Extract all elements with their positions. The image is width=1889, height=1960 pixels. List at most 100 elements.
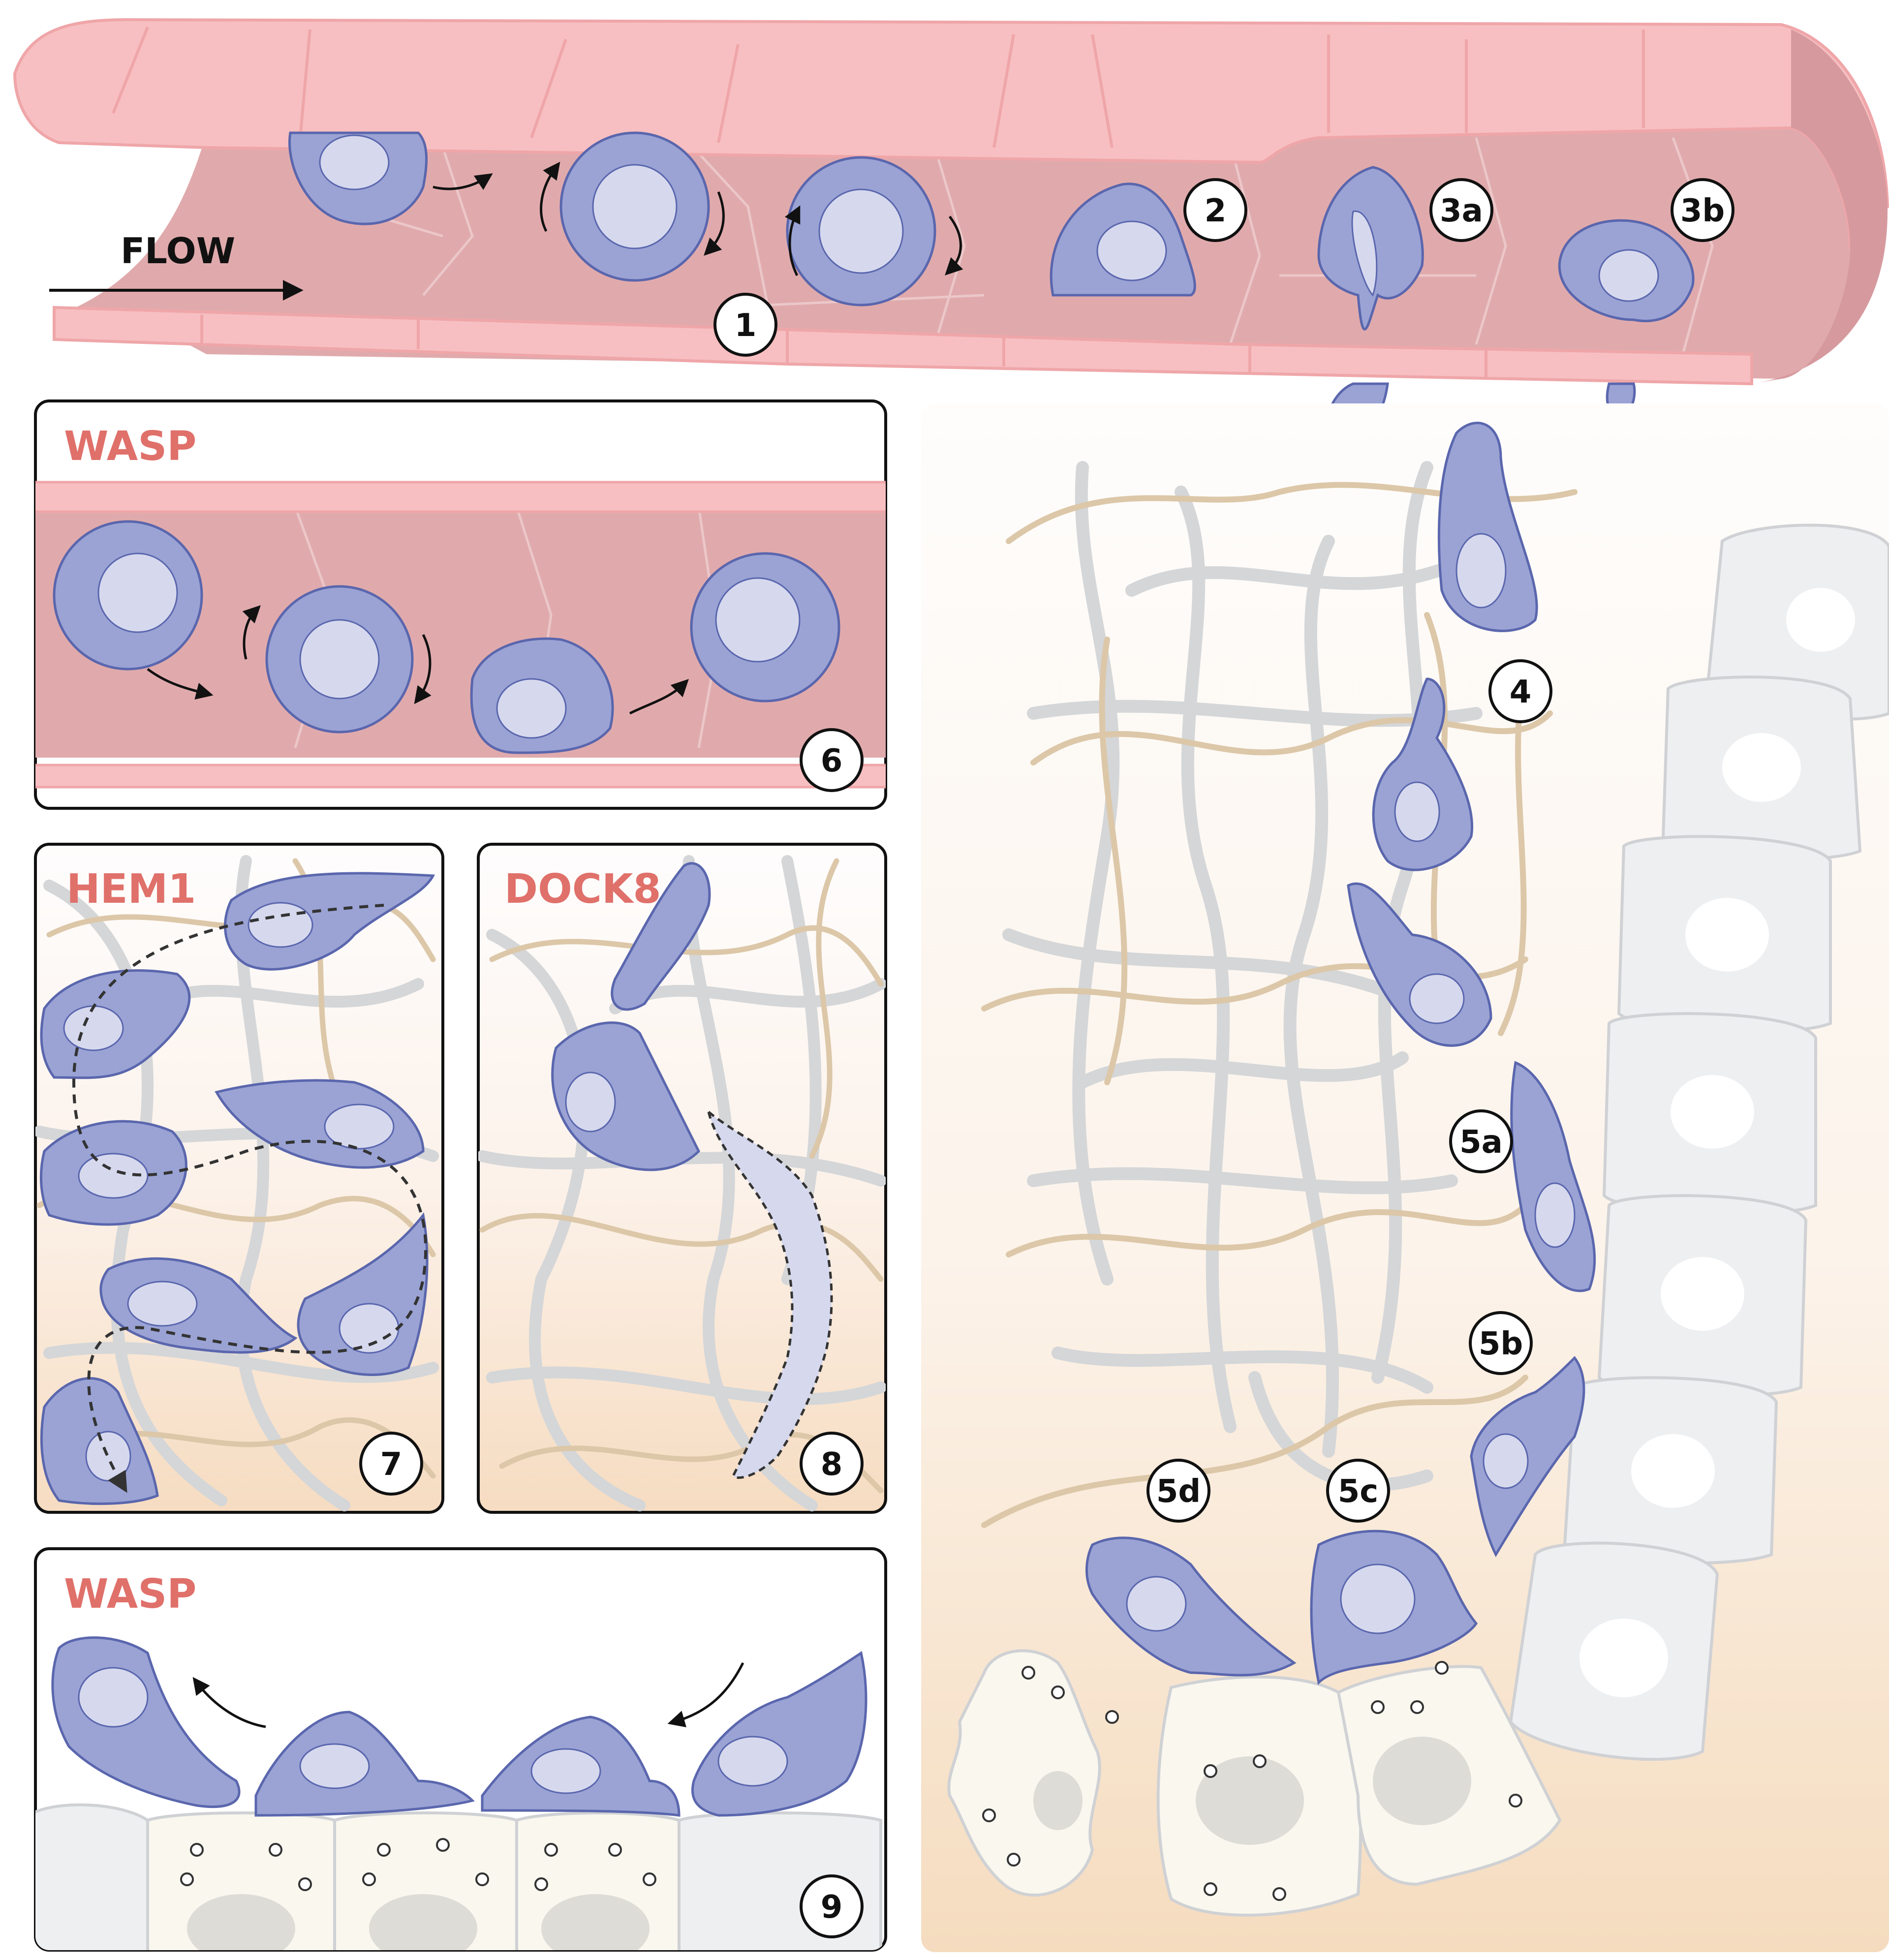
leukocyte [1437, 422, 1538, 632]
rolling-arrows [433, 161, 963, 276]
arrow-icon [147, 668, 214, 700]
migration-track [706, 1108, 833, 1479]
bacteria-icon [544, 1843, 558, 1857]
step-badge-5b: 5b [1469, 1311, 1533, 1375]
step-label: 3b [1680, 193, 1725, 229]
bacteria-icon [1272, 1887, 1286, 1901]
panel-wasp-epithelium: WASP [34, 1547, 887, 1952]
step-badge-2: 2 [1183, 178, 1247, 242]
bacteria-icon [1204, 1882, 1217, 1896]
step-label: 5a [1459, 1124, 1503, 1161]
arrow-icon [784, 205, 801, 276]
vessel-top-wall [13, 18, 1889, 250]
leukocyte [1085, 1536, 1297, 1677]
bacteria-icon [608, 1843, 622, 1857]
leukocyte [99, 1257, 298, 1354]
bacteria-icon [1022, 1666, 1035, 1680]
step-label: 4 [1510, 674, 1532, 710]
step-label: 8 [821, 1446, 843, 1483]
infected-cells [947, 1649, 1562, 1917]
tissue-region [921, 403, 1889, 1952]
bacteria-icon [1435, 1661, 1449, 1675]
flow-indicator: FLOW [49, 230, 304, 301]
bacteria-icon [1204, 1764, 1217, 1778]
bacteria-icon [534, 1877, 548, 1891]
bacteria-icon [643, 1872, 656, 1886]
bacteria-icon [298, 1877, 312, 1891]
epithelium-right [1509, 523, 1889, 1761]
panel-title: WASP [64, 423, 196, 470]
step-badges: 1 2 3a 3b 4 5a 5b 5c [359, 178, 1734, 1938]
panel-title: WASP [64, 1571, 196, 1618]
step-label: 7 [380, 1446, 403, 1483]
step-label: 2 [1205, 193, 1227, 229]
top-wall-segments [112, 26, 1645, 148]
bacteria-icon [475, 1872, 489, 1886]
step-badge-5a: 5a [1449, 1109, 1513, 1173]
bacteria-icon [269, 1843, 282, 1857]
panel-title: DOCK8 [504, 866, 661, 913]
panel-wasp-vessel: WASP [34, 399, 887, 810]
vessel-end [1752, 30, 1888, 384]
bottom-wall-segments [200, 315, 1487, 379]
arrow-icon [704, 191, 725, 256]
flow-label: FLOW [121, 230, 235, 272]
bacteria-icon [1105, 1710, 1119, 1724]
arrow-icon [667, 1662, 744, 1728]
bacteria-icon [1371, 1700, 1385, 1714]
arrow-icon [414, 634, 432, 704]
step-label: 5b [1479, 1326, 1523, 1362]
arrow-icon [945, 215, 963, 276]
leukocyte [1347, 882, 1492, 1047]
infected-cell [947, 1649, 1101, 1897]
leukocyte [611, 862, 711, 1011]
leukocyte [551, 1021, 701, 1171]
bacteria-icon [982, 1808, 996, 1822]
leukocyte [786, 156, 936, 306]
bacteria-icon [1410, 1700, 1424, 1714]
panel-hem1: HEM1 [34, 843, 444, 1514]
step-badge-5d: 5d [1146, 1459, 1210, 1523]
step-label: 3a [1440, 193, 1483, 229]
bacteria-icon [190, 1843, 204, 1857]
leukocyte [1510, 1061, 1596, 1292]
step-badge-4: 4 [1488, 659, 1552, 723]
step-badge-6: 6 [800, 728, 864, 792]
step-badge-5c: 5c [1326, 1459, 1390, 1523]
adhering-leukocyte [1050, 183, 1196, 297]
arrow-icon [242, 605, 261, 660]
leukocyte [1470, 1356, 1585, 1558]
step-badge-3b: 3b [1671, 178, 1734, 242]
bacteria-icon [180, 1872, 194, 1886]
step-label: 9 [821, 1889, 843, 1926]
epithelial-cell [35, 1803, 149, 1950]
step-badge-3a: 3a [1429, 178, 1493, 242]
bacteria-icon [1253, 1754, 1267, 1768]
vessel-leukocytes [288, 131, 1695, 445]
bacteria-icon [1051, 1685, 1065, 1699]
arrow-icon [433, 173, 493, 190]
step-label: 6 [821, 743, 843, 779]
step-label: 1 [735, 307, 757, 344]
step-badge-1: 1 [713, 293, 777, 357]
step-badge-8: 8 [800, 1432, 864, 1496]
bacteria-icon [436, 1838, 450, 1852]
vessel-bottom-wall [53, 306, 1753, 386]
step-label: 5d [1156, 1473, 1201, 1510]
bacteria-icons [982, 1661, 1522, 1901]
arrow-icon [629, 679, 689, 715]
leukocyte [288, 131, 428, 225]
panel-dock8: DOCK8 [477, 843, 887, 1514]
leukocyte [1310, 1530, 1478, 1685]
bacteria-icon [362, 1872, 376, 1886]
arrow-icon [192, 1677, 266, 1728]
bacteria-icon [377, 1843, 391, 1857]
step-badge-7: 7 [359, 1432, 423, 1496]
bacteria-icon [1007, 1853, 1021, 1867]
step-label: 5c [1338, 1473, 1378, 1510]
leukocyte [1372, 677, 1473, 871]
vessel-bottom-wall [35, 764, 886, 789]
tissue-leukocytes [1085, 422, 1596, 1685]
panel-title: HEM1 [66, 866, 196, 913]
